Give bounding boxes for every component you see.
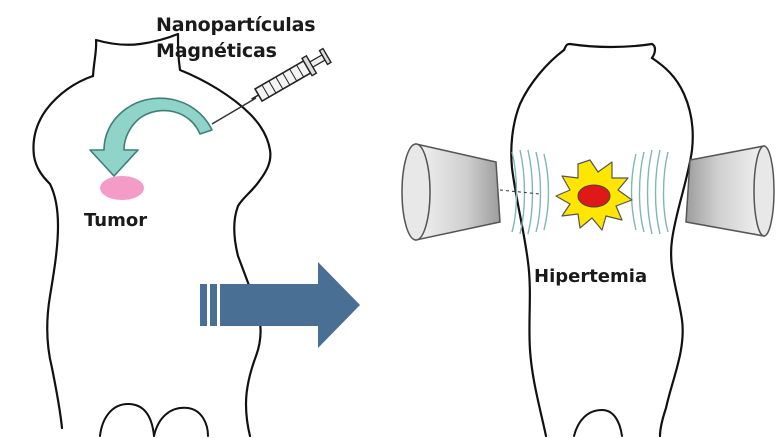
right-torso-outline-left: [511, 50, 564, 436]
hyperthermia-label: Hipertemia: [534, 268, 647, 286]
heat-burst-icon: [556, 160, 632, 230]
left-torso-buttocks-2: [154, 408, 208, 436]
right-arrow-icon: [200, 262, 360, 348]
curved-arrow-icon: [90, 98, 212, 176]
magnet-coil-right: [686, 146, 774, 236]
right-torso-outline-right: [652, 58, 693, 436]
left-torso: [34, 34, 271, 436]
right-torso-buttocks: [574, 410, 622, 436]
nanoparticles-label-line1: Nanopartículas: [156, 12, 315, 38]
left-torso-buttocks: [100, 404, 154, 436]
right-torso: [511, 44, 692, 436]
magnet-coil-left: [402, 144, 540, 240]
tumor-label: Tumor: [84, 212, 147, 230]
nanoparticles-label-line2: Magnéticas: [156, 38, 315, 64]
left-torso-outline: [93, 34, 270, 436]
left-torso-outline-left: [34, 76, 94, 428]
right-torso-neck: [564, 44, 655, 58]
nanoparticles-label: Nanopartículas Magnéticas: [156, 12, 315, 64]
tumor-spot: [100, 176, 144, 200]
